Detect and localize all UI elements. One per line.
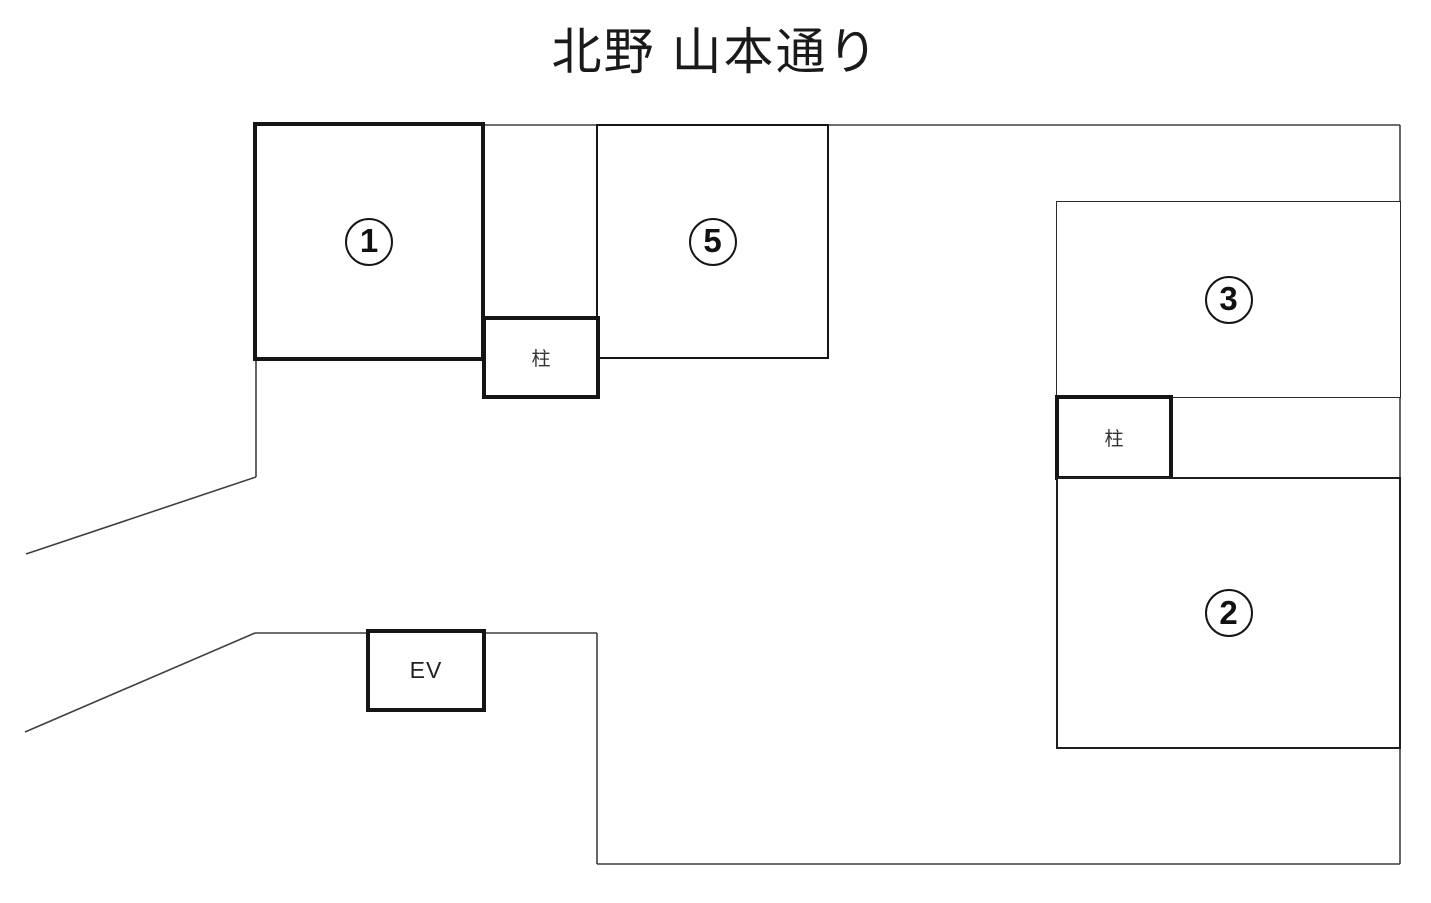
elevator-box: EV: [366, 629, 486, 712]
space-1-number-badge: 1: [345, 217, 393, 266]
parking-space-5: 5: [596, 124, 829, 359]
parking-space-1: 1: [253, 122, 485, 361]
boundary-lower-diagonal-line: [24, 632, 256, 733]
parking-space-2: 2: [1056, 477, 1401, 749]
pillar-box-left: 柱: [482, 316, 600, 399]
elevator-label: EV: [409, 657, 443, 683]
space-3-number-badge: 3: [1204, 275, 1253, 324]
boundary-upper-diagonal-line: [25, 476, 257, 555]
page-title: 北野 山本通り: [551, 24, 880, 80]
parking-space-3: 3: [1056, 201, 1401, 398]
pillar-box-right: 柱: [1055, 395, 1173, 480]
space-5-number: 5: [703, 222, 722, 259]
pillar-right-label: 柱: [1104, 429, 1124, 450]
space-5-number-badge: 5: [688, 217, 737, 266]
space-2-number-badge: 2: [1204, 589, 1253, 637]
pillar-left-label: 柱: [531, 349, 551, 370]
space-2-number: 2: [1219, 593, 1238, 631]
space-1-number: 1: [359, 222, 379, 259]
space-3-number: 3: [1219, 280, 1238, 317]
